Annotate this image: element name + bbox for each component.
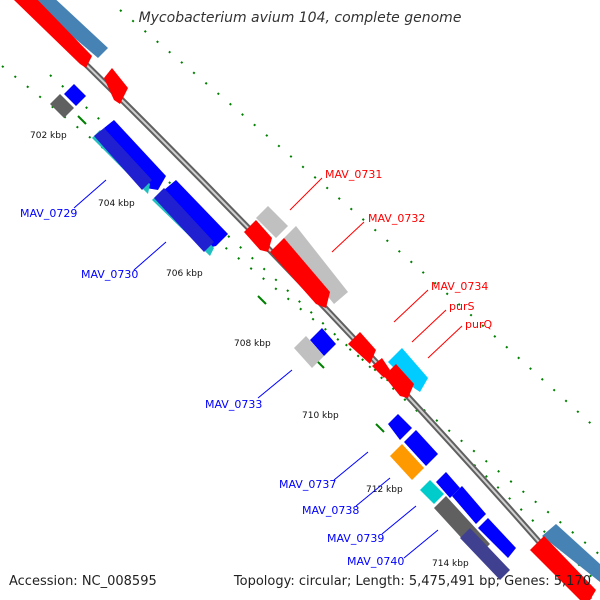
gene-reverse-blue-733[interactable] [310, 328, 336, 356]
gene-reverse-orange-738[interactable] [390, 444, 424, 480]
outer-dotted-ring-2 [1, 65, 600, 556]
gene-forward-grey-731[interactable] [256, 206, 288, 238]
label-purS[interactable]: purS [449, 300, 474, 313]
gene-reverse-blue-739b[interactable] [452, 486, 486, 524]
gene-reverse-blue-737[interactable] [404, 430, 438, 466]
gene-forward-red-734[interactable] [348, 332, 376, 364]
gene-reverse-darkgrey-1[interactable] [50, 94, 74, 118]
reverse-gene-labels: MAV_0729 MAV_0730 MAV_0733 MAV_0737 MAV_… [20, 179, 439, 568]
tick-label-708: 708 kbp [234, 339, 271, 349]
label-MAV_0729[interactable]: MAV_0729 [20, 207, 77, 220]
label-MAV_0740[interactable]: MAV_0740 [347, 555, 404, 568]
label-MAV_0734[interactable]: MAV_0734 [431, 280, 488, 293]
gene-reverse-blue-739a[interactable] [436, 472, 460, 498]
gene-reverse-blue-729[interactable] [104, 120, 166, 190]
map-title: Mycobacterium avium 104, complete genome [138, 10, 462, 26]
label-MAV_0737[interactable]: MAV_0737 [279, 478, 336, 491]
gene-reverse-indigo-740[interactable] [460, 528, 510, 580]
gene-forward-red-731[interactable] [244, 220, 272, 252]
label-MAV_0731[interactable]: MAV_0731 [325, 168, 382, 181]
gene-reverse-blue-1[interactable] [64, 84, 86, 106]
reverse-strand-features [50, 84, 516, 580]
gene-reverse-blue-730b[interactable] [154, 188, 214, 252]
gene-forward-red-purS[interactable] [372, 358, 390, 378]
tick-label-702: 702 kbp [30, 131, 67, 141]
gene-reverse-grey-733[interactable] [294, 336, 324, 368]
tick-label-710: 710 kbp [302, 411, 339, 421]
gene-reverse-blue-737a[interactable] [388, 414, 412, 440]
gene-forward-red-732[interactable] [270, 238, 330, 308]
gene-reverse-teal-739[interactable] [420, 480, 444, 504]
gene-forward-red-2[interactable] [104, 68, 128, 104]
genome-summary-label: Topology: circular; Length: 5,475,491 bp… [233, 574, 591, 589]
gene-reverse-blue-730[interactable] [164, 180, 228, 248]
tick-label-706: 706 kbp [166, 269, 203, 279]
gene-forward-red-3[interactable] [530, 536, 596, 600]
gene-reverse-blue-740[interactable] [478, 518, 516, 558]
gene-reverse-blue-729b[interactable] [94, 128, 152, 190]
label-MAV_0733[interactable]: MAV_0733 [205, 398, 262, 411]
gene-forward-steelblue-2[interactable] [542, 524, 600, 582]
gene-forward-grey-732[interactable] [282, 226, 348, 304]
label-MAV_0732[interactable]: MAV_0732 [368, 212, 425, 225]
accession-label: Accession: NC_008595 [9, 574, 157, 589]
tick-labels: 702 kbp 704 kbp 706 kbp 708 kbp 710 kbp … [30, 131, 469, 569]
tick-label-712: 712 kbp [366, 485, 403, 495]
gene-forward-red-1[interactable] [14, 0, 92, 68]
tick-label-704: 704 kbp [98, 199, 135, 209]
tick-label-714: 714 kbp [432, 559, 469, 569]
label-MAV_0739[interactable]: MAV_0739 [327, 532, 384, 545]
gene-forward-cyan-purQ[interactable] [388, 348, 428, 392]
label-MAV_0738[interactable]: MAV_0738 [302, 504, 359, 517]
label-MAV_0730[interactable]: MAV_0730 [81, 268, 138, 281]
forward-strand-features [14, 0, 600, 600]
gene-forward-red-purQ[interactable] [384, 364, 414, 398]
label-purQ[interactable]: purQ [465, 318, 492, 331]
forward-gene-labels: MAV_0731 MAV_0732 MAV_0734 purS purQ [289, 168, 492, 359]
